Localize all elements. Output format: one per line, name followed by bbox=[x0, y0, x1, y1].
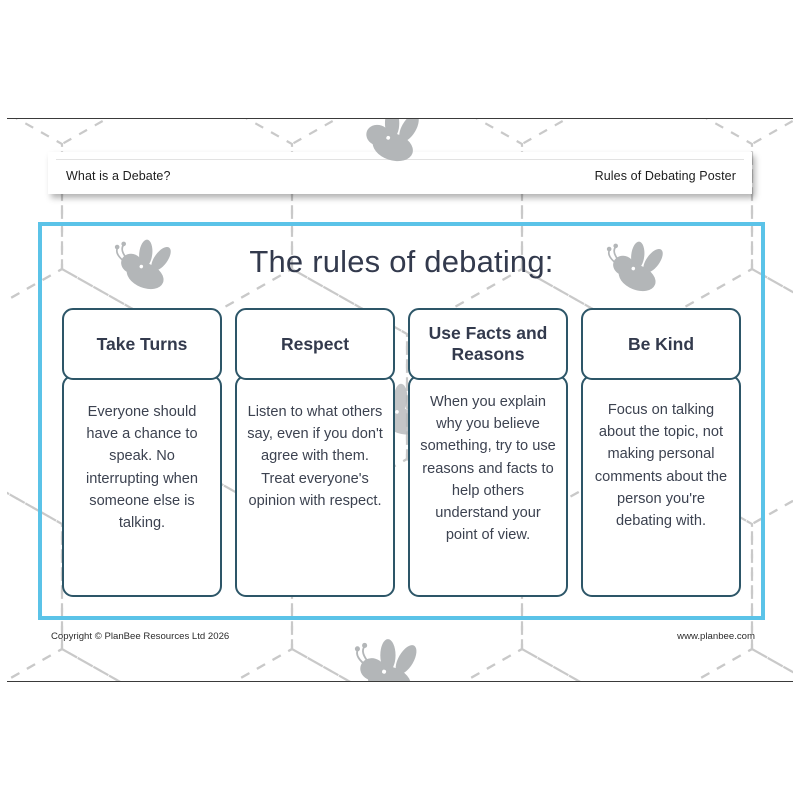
rules-card-row: Take Turns Everyone should have a chance… bbox=[62, 308, 741, 600]
rule-card-heading-text: Take Turns bbox=[96, 333, 188, 354]
rule-card-header: Respect bbox=[235, 308, 395, 380]
header-resource-title: Rules of Debating Poster bbox=[594, 169, 736, 183]
footer-copyright: Copyright © PlanBee Resources Ltd 2026 bbox=[51, 631, 230, 642]
bee-icon bbox=[354, 639, 417, 681]
rule-card-header: Be Kind bbox=[581, 308, 741, 380]
rule-card-heading-text: Use Facts and Reasons bbox=[428, 323, 548, 364]
page-header-bar: What is a Debate? Rules of Debating Post… bbox=[48, 152, 752, 194]
header-lesson-title: What is a Debate? bbox=[66, 169, 171, 183]
rule-card-body-text: Everyone should have a chance to speak. … bbox=[86, 404, 198, 531]
worksheet-page: What is a Debate? Rules of Debating Post… bbox=[7, 118, 793, 682]
rule-card-body: Everyone should have a chance to speak. … bbox=[62, 375, 222, 597]
rule-card-body-text: Listen to what others say, even if you d… bbox=[247, 404, 383, 509]
poster-frame: The rules of debating: Take Turns Everyo… bbox=[38, 222, 765, 620]
rule-card-respect: Respect Listen to what others say, even … bbox=[235, 308, 395, 597]
rule-card-take-turns: Take Turns Everyone should have a chance… bbox=[62, 308, 222, 597]
rule-card-be-kind: Be Kind Focus on talking about the topic… bbox=[581, 308, 741, 597]
footer-website: www.planbee.com bbox=[677, 631, 755, 642]
rule-card-body-text: Focus on talking about the topic, not ma… bbox=[594, 402, 728, 529]
header-divider-rule bbox=[56, 159, 744, 160]
rule-card-body: Focus on talking about the topic, not ma… bbox=[581, 375, 741, 597]
rule-card-body-text: When you explain why you believe somethi… bbox=[420, 394, 556, 544]
rule-card-header: Use Facts and Reasons bbox=[408, 308, 568, 380]
rule-card-header: Take Turns bbox=[62, 308, 222, 380]
rule-card-body: Listen to what others say, even if you d… bbox=[235, 375, 395, 597]
rule-card-use-facts-and-reasons: Use Facts and Reasons When you explain w… bbox=[408, 308, 568, 597]
rule-card-heading-text: Respect bbox=[280, 333, 350, 354]
rule-card-heading-text: Be Kind bbox=[627, 333, 695, 354]
rule-card-body: When you explain why you believe somethi… bbox=[408, 375, 568, 597]
poster-title: The rules of debating: bbox=[249, 244, 554, 279]
